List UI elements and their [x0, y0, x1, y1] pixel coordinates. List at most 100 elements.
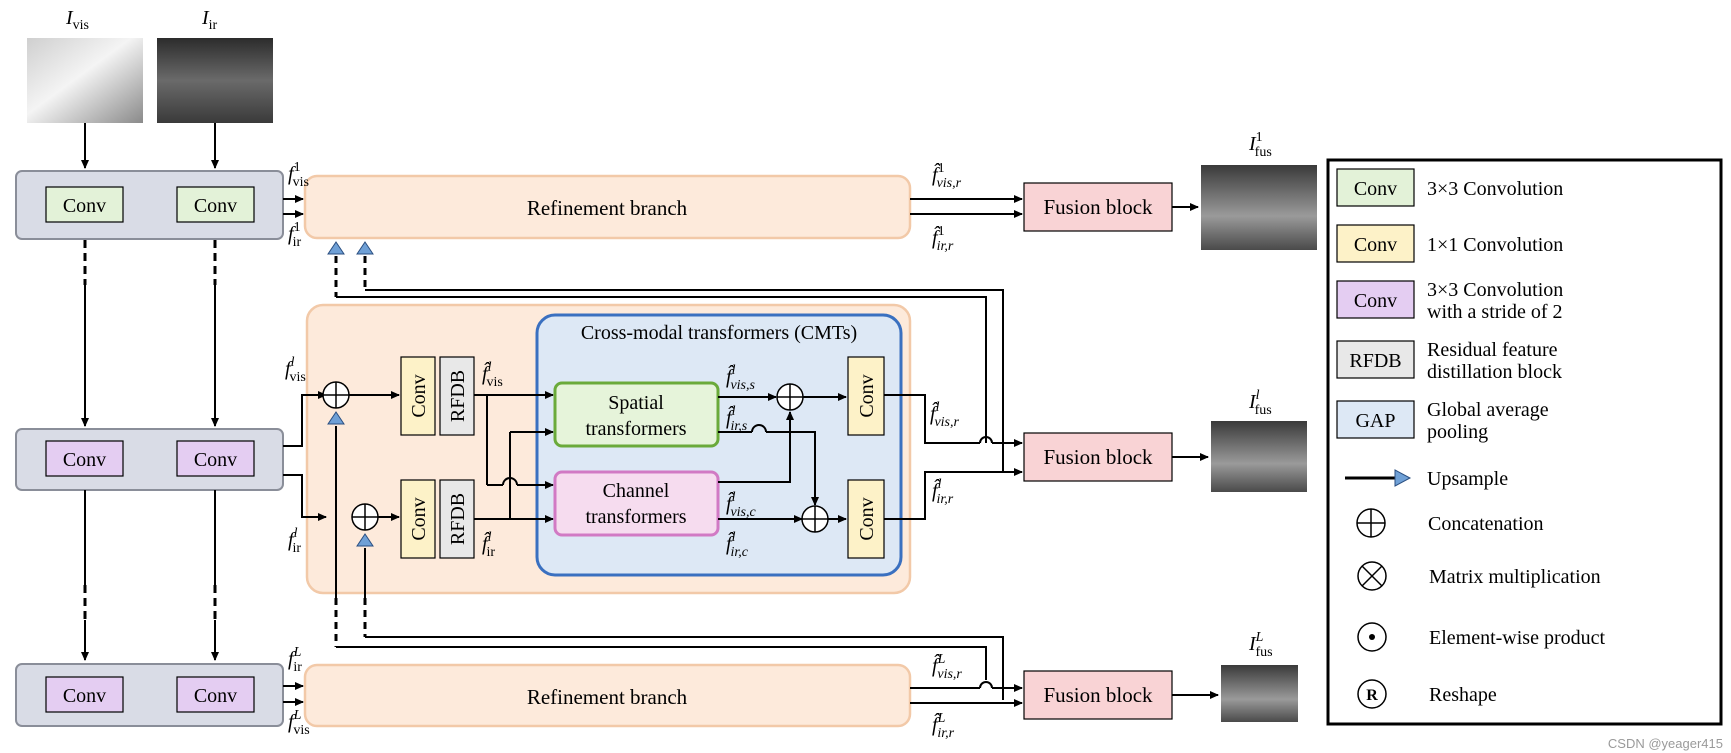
- spatial-transformers-label: Spatial: [608, 392, 664, 414]
- conv-3x3-ir-1: [176, 186, 255, 223]
- fusion-block-label: Fusion block: [1043, 445, 1153, 469]
- legend-matmul-label: Matrix multiplication: [1429, 566, 1601, 588]
- legend-swatch-label: GAP: [1355, 410, 1395, 432]
- legend-upsample-label: Upsample: [1427, 468, 1508, 490]
- fused-image-l: [1211, 421, 1307, 492]
- conv-1x1-ir-l: [400, 479, 436, 559]
- reshape-icon: R: [1357, 679, 1387, 709]
- legend-swatch-label: Conv: [1354, 178, 1397, 200]
- conv-label: Conv: [194, 195, 237, 217]
- cmt-title: Cross-modal transformers (CMTs): [581, 322, 857, 344]
- legend-swatch-label: Conv: [1354, 290, 1397, 312]
- refinement-branch-1: [303, 174, 912, 240]
- legend-concat-label: Concatenation: [1428, 513, 1544, 535]
- spatial-transformers-block: [553, 381, 720, 448]
- fusion-block-label: Fusion block: [1043, 195, 1153, 219]
- concat-icon: [351, 503, 379, 531]
- channel-transformers-label: Channel: [603, 480, 670, 502]
- ir-input-label: Iir: [201, 7, 218, 33]
- watermark: CSDN @yeager415: [1607, 736, 1723, 751]
- legend-swatch: [1336, 340, 1415, 379]
- upsample-icon: [327, 241, 345, 255]
- legend-description: with a stride of 2: [1427, 301, 1563, 323]
- legend-description: pooling: [1427, 421, 1488, 443]
- fusion-block-1: [1023, 182, 1173, 232]
- fused-image-1: [1201, 165, 1317, 250]
- conv-label: Conv: [408, 497, 430, 540]
- fusion-block-L: [1023, 670, 1173, 720]
- legend-description: Residual feature: [1427, 339, 1558, 361]
- legend-swatch: [1336, 224, 1415, 263]
- legend-elementwise-label: Element-wise product: [1429, 627, 1605, 649]
- legend-description: 1×1 Convolution: [1427, 234, 1563, 256]
- refinement-branch-label: Refinement branch: [527, 685, 688, 709]
- concat-icon: [322, 381, 350, 409]
- upsample-icon: [356, 533, 374, 547]
- conv-1x1-out-vis-l: [847, 356, 885, 436]
- conv-stride2-vis-l: [45, 440, 124, 477]
- channel-transformers-block: [553, 470, 720, 537]
- infrared-image: [157, 38, 273, 123]
- upsample-icon: [327, 411, 345, 425]
- conv-label: Conv: [63, 195, 106, 217]
- fusion-block-l: [1023, 432, 1173, 482]
- conv-label: Conv: [408, 374, 430, 417]
- conv-label: Conv: [63, 685, 106, 707]
- rfdb-label: RFDB: [447, 370, 469, 422]
- conv-label: Conv: [63, 449, 106, 471]
- legend-swatch-label: Conv: [1354, 234, 1397, 256]
- fusion-block-label: Fusion block: [1043, 683, 1153, 707]
- rfdb-ir-l: [439, 479, 475, 559]
- svg-text:R: R: [1366, 687, 1378, 704]
- visible-image: [27, 38, 143, 123]
- legend-reshape-label: Reshape: [1429, 684, 1497, 706]
- legend-description: 3×3 Convolution: [1427, 279, 1563, 301]
- conv-1x1-vis-l: [400, 356, 436, 436]
- conv-1x1-out-ir-l: [847, 479, 885, 559]
- upsample-icon: [1394, 469, 1412, 487]
- concat-icon: [1356, 508, 1386, 538]
- vis-input-label: Ivis: [65, 7, 89, 33]
- legend-item: Conv 1×1 Convolution: [1336, 224, 1563, 263]
- conv-label: Conv: [856, 374, 878, 417]
- legend-description: Global average: [1427, 399, 1549, 421]
- conv-label: Conv: [194, 449, 237, 471]
- legend-swatch: [1336, 280, 1415, 319]
- legend-swatch: [1336, 168, 1415, 207]
- conv-stride2-vis-L: [45, 676, 124, 713]
- spatial-transformers-label: transformers: [585, 418, 686, 440]
- conv-label: Conv: [856, 497, 878, 540]
- refinement-branch-L: [303, 663, 912, 728]
- conv-label: Conv: [194, 685, 237, 707]
- channel-transformers-label: transformers: [585, 506, 686, 528]
- legend-swatch-label: RFDB: [1349, 350, 1401, 372]
- upsample-icon: [356, 241, 374, 255]
- rfdb-vis-l: [439, 356, 475, 436]
- legend-swatch: [1336, 400, 1415, 439]
- rfdb-label: RFDB: [447, 493, 469, 545]
